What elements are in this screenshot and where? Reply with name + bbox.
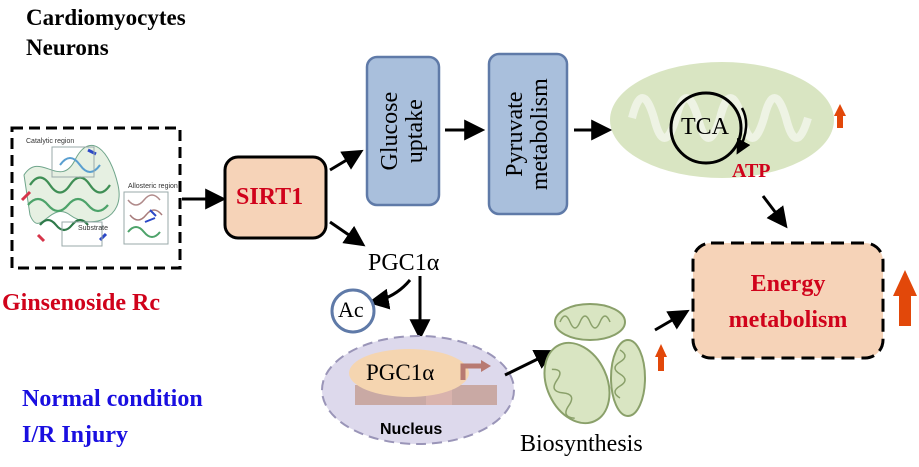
cell-type-cardiomyocytes: Cardiomyocytes bbox=[26, 5, 186, 30]
sirt1-box bbox=[223, 155, 328, 240]
energy-label-line1: Energy bbox=[750, 271, 826, 297]
catalytic-region-label: Catalytic region bbox=[26, 138, 74, 145]
increase-arrow-icon bbox=[834, 104, 846, 128]
cell-type-neurons: Neurons bbox=[26, 35, 109, 60]
sirt1-label: SIRT1 bbox=[236, 184, 304, 210]
pgc1a-label: PGC1α bbox=[368, 250, 440, 276]
arrow-atp-to-energy bbox=[761, 195, 788, 229]
nucleus bbox=[321, 335, 515, 445]
mitochondrion-large bbox=[610, 62, 834, 178]
legend-ir-injury: I/R Injury bbox=[22, 422, 129, 448]
protein-structure-image: Catalytic region Allosteric region Subst… bbox=[10, 126, 182, 270]
legend-normal-condition: Normal condition bbox=[22, 386, 203, 412]
acetyl-circle bbox=[330, 288, 376, 334]
arrow-sirt1-to-pgc1a bbox=[329, 220, 366, 247]
arrow-mito-to-energy bbox=[654, 309, 690, 332]
tca-cycle-circle bbox=[669, 91, 743, 165]
biosynthesis-label: Biosynthesis bbox=[520, 431, 643, 457]
substrate-label: Substrate bbox=[78, 225, 108, 232]
energy-metabolism-box bbox=[691, 241, 885, 360]
arrow-sirt1-to-glucose bbox=[329, 149, 364, 172]
glucose-uptake-label: Glucose uptake bbox=[376, 91, 428, 171]
nucleus-label: Nucleus bbox=[380, 421, 443, 438]
energy-label-line2: metabolism bbox=[728, 307, 848, 333]
mitochondria-cluster bbox=[543, 303, 646, 425]
increase-arrow-small-icon bbox=[655, 344, 667, 371]
arrow-pgc1a-to-ac bbox=[367, 279, 412, 310]
pgc1a-nucleus-label: PGC1α bbox=[366, 360, 435, 385]
allosteric-region-label: Allosteric region bbox=[128, 183, 178, 190]
increase-arrow-large-icon bbox=[893, 270, 917, 326]
tca-label: TCA bbox=[681, 114, 729, 140]
pyruvate-metabolism-box bbox=[487, 52, 569, 216]
glucose-uptake-box bbox=[365, 55, 441, 207]
arrow-nucleus-to-biosynthesis bbox=[504, 349, 556, 377]
acetyl-label: Ac bbox=[338, 297, 364, 322]
compound-label: Ginsenoside Rc bbox=[2, 290, 161, 316]
atp-label: ATP bbox=[732, 160, 771, 182]
pyruvate-metabolism-label: Pyruvate metabolism bbox=[501, 78, 554, 190]
